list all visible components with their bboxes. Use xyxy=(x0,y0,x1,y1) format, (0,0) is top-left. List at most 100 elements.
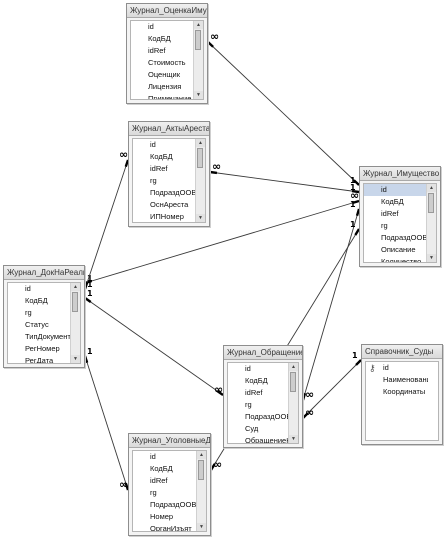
vertical-scrollbar[interactable]: ▲▼ xyxy=(193,21,203,99)
field-row[interactable]: id xyxy=(8,283,70,295)
field-row[interactable]: idRef xyxy=(131,45,193,57)
field-row[interactable]: id xyxy=(364,184,426,196)
field-row[interactable]: КодБД xyxy=(228,375,288,387)
field-row[interactable]: rg xyxy=(8,307,70,319)
scroll-down-arrow-icon[interactable]: ▼ xyxy=(427,254,436,262)
field-name: Суд xyxy=(245,424,259,433)
scroll-up-arrow-icon[interactable]: ▲ xyxy=(194,21,203,29)
vertical-scrollbar[interactable]: ▲▼ xyxy=(196,451,206,531)
relationship-line[interactable] xyxy=(84,297,224,396)
field-row[interactable]: Наименование xyxy=(366,374,428,386)
field-row[interactable]: idRef xyxy=(364,208,426,220)
scroll-up-arrow-icon[interactable]: ▲ xyxy=(427,184,436,192)
relationship-dok-obrash[interactable]: 1∞ xyxy=(84,289,224,396)
table-ocenka[interactable]: Журнал_ОценкаИмущ...idКодБДidRefСтоимост… xyxy=(126,3,208,104)
relationship-sudy-obrash[interactable]: 1∞ xyxy=(302,351,362,419)
field-row[interactable]: КодБД xyxy=(131,33,193,45)
table-title[interactable]: Справочник_Суды xyxy=(362,345,442,359)
table-title[interactable]: Журнал_Имущество xyxy=(360,167,440,181)
scroll-down-arrow-icon[interactable]: ▼ xyxy=(289,435,298,443)
field-row[interactable]: ОбращениеНомер xyxy=(228,435,288,443)
scroll-down-arrow-icon[interactable]: ▼ xyxy=(197,523,206,531)
field-row[interactable]: idRef xyxy=(133,475,196,487)
relationship-line[interactable] xyxy=(302,359,362,419)
field-row[interactable]: idRef xyxy=(228,387,288,399)
field-row[interactable]: Стоимость xyxy=(131,57,193,69)
field-row[interactable]: ⚷id xyxy=(366,362,428,374)
table-title[interactable]: Журнал_ОценкаИмущ... xyxy=(127,4,207,18)
relationship-dok-imush[interactable]: 1∞ xyxy=(84,189,360,285)
table-title[interactable]: Журнал_АктыАреста xyxy=(129,122,209,136)
field-row[interactable]: Суд xyxy=(228,423,288,435)
vertical-scrollbar[interactable]: ▲▼ xyxy=(288,363,298,443)
field-row[interactable]: id xyxy=(228,363,288,375)
field-row[interactable]: ИПНомер xyxy=(133,211,195,222)
field-row[interactable]: ОснАреста xyxy=(133,199,195,211)
field-row[interactable]: ТипДокумента xyxy=(8,331,70,343)
relationship-line[interactable] xyxy=(207,41,360,186)
field-row[interactable]: ПодраздООВ xyxy=(133,499,196,511)
relationship-line[interactable] xyxy=(302,208,360,401)
field-row[interactable]: РегНомер xyxy=(8,343,70,355)
field-row[interactable]: КодБД xyxy=(133,463,196,475)
scroll-down-arrow-icon[interactable]: ▼ xyxy=(196,214,205,222)
relationship-line[interactable] xyxy=(84,200,360,284)
relationship-obrash-imush[interactable]: ∞1 xyxy=(301,200,361,401)
field-row[interactable]: РегДата xyxy=(8,355,70,363)
field-row[interactable]: rg xyxy=(364,220,426,232)
relationship-dok-ugolovnye[interactable]: 1∞ xyxy=(83,347,130,491)
vertical-scrollbar[interactable]: ▲▼ xyxy=(426,184,436,262)
table-title[interactable]: Журнал_ДокНаРеализ xyxy=(4,266,84,280)
scrollbar-thumb[interactable] xyxy=(290,372,296,392)
field-row[interactable]: rg xyxy=(228,399,288,411)
relationship-dok-akty[interactable]: 1∞ xyxy=(83,148,130,290)
vertical-scrollbar[interactable]: ▲▼ xyxy=(70,283,80,363)
scroll-up-arrow-icon[interactable]: ▲ xyxy=(196,139,205,147)
scroll-up-arrow-icon[interactable]: ▲ xyxy=(71,283,80,291)
field-row[interactable]: id xyxy=(131,21,193,33)
field-row[interactable]: rg xyxy=(133,487,196,499)
field-row[interactable]: rg xyxy=(133,175,195,187)
field-row[interactable]: Описание xyxy=(364,244,426,256)
field-row[interactable]: Оценщик xyxy=(131,69,193,81)
scroll-down-arrow-icon[interactable]: ▼ xyxy=(194,91,203,99)
scrollbar-thumb[interactable] xyxy=(198,460,204,480)
scrollbar-thumb[interactable] xyxy=(197,148,203,168)
field-row[interactable]: ПодраздООВ xyxy=(228,411,288,423)
field-row[interactable]: ПодраздООВ xyxy=(133,187,195,199)
field-row[interactable]: ОрганИзъят xyxy=(133,523,196,531)
scroll-up-arrow-icon[interactable]: ▲ xyxy=(197,451,206,459)
scrollbar-thumb[interactable] xyxy=(72,292,78,312)
field-row[interactable]: ПодраздООВ xyxy=(364,232,426,244)
table-obrash[interactable]: Журнал_ОбращениеВ...idКодБДidRefrgПодраз… xyxy=(223,345,303,448)
table-sudy[interactable]: Справочник_Суды ⚷idНаименованиеКоординаты xyxy=(361,344,443,445)
scrollbar-thumb[interactable] xyxy=(428,193,434,213)
field-row[interactable]: idRef xyxy=(133,163,195,175)
relationship-ocenka-imush[interactable]: ∞1 xyxy=(207,30,360,186)
relationship-line[interactable] xyxy=(84,355,129,491)
table-title[interactable]: Журнал_ОбращениеВ... xyxy=(224,346,302,360)
field-row[interactable]: Статус xyxy=(8,319,70,331)
relationship-akty-imush[interactable]: ∞1 xyxy=(209,160,360,194)
table-title[interactable]: Журнал_УголовныеДе... xyxy=(129,434,210,448)
scrollbar-thumb[interactable] xyxy=(195,30,201,50)
scroll-down-arrow-icon[interactable]: ▼ xyxy=(71,355,80,363)
field-row[interactable]: КодБД xyxy=(8,295,70,307)
relationship-line[interactable] xyxy=(84,159,129,290)
field-row[interactable]: Примечание xyxy=(131,93,193,99)
vertical-scrollbar[interactable]: ▲▼ xyxy=(195,139,205,222)
field-row[interactable]: Координаты xyxy=(366,386,428,398)
field-row[interactable]: Количество xyxy=(364,256,426,262)
table-ugolovnye[interactable]: Журнал_УголовныеДе...idКодБДidRefrgПодра… xyxy=(128,433,211,536)
field-row[interactable]: КодБД xyxy=(364,196,426,208)
field-row[interactable]: КодБД xyxy=(133,151,195,163)
field-row[interactable]: id xyxy=(133,451,196,463)
relationship-line[interactable] xyxy=(209,171,360,193)
field-row[interactable]: id xyxy=(133,139,195,151)
scroll-up-arrow-icon[interactable]: ▲ xyxy=(289,363,298,371)
field-row[interactable]: Лицензия xyxy=(131,81,193,93)
field-row[interactable]: Номер xyxy=(133,511,196,523)
